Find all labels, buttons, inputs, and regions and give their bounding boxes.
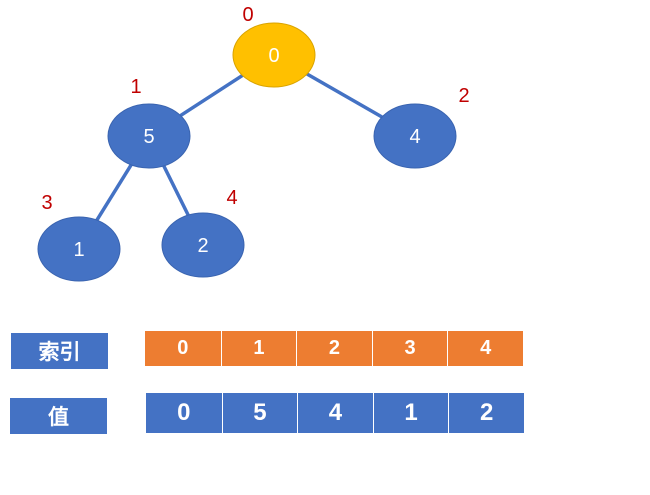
tree-edges [95, 72, 383, 222]
tree-edge-n1-n3 [95, 163, 133, 222]
tree-node-3: 13 [37, 192, 121, 282]
tree-node-4: 24 [161, 187, 245, 278]
value-row-label: 值 [10, 398, 107, 434]
node-value: 4 [409, 126, 420, 148]
tree-node-0: 00 [232, 4, 316, 88]
index-cell: 1 [220, 331, 297, 366]
node-value: 2 [197, 235, 208, 257]
tree-node-2: 42 [373, 85, 470, 169]
node-circle [37, 216, 121, 282]
index-cell: 4 [447, 331, 523, 366]
node-circle [107, 103, 191, 169]
index-row-label: 索引 [11, 333, 108, 369]
node-value: 1 [73, 239, 84, 261]
node-value: 5 [143, 126, 154, 148]
value-cell: 2 [448, 393, 524, 433]
value-cell: 5 [221, 393, 298, 433]
tree-edge-n0-n1 [179, 73, 244, 118]
value-cell: 4 [297, 393, 373, 433]
index-cell: 3 [371, 331, 448, 366]
tree-edge-n0-n2 [306, 72, 383, 119]
value-cell: 0 [146, 393, 222, 433]
node-circle [373, 103, 457, 169]
node-index-label: 2 [458, 85, 469, 107]
index-cell: 2 [296, 331, 372, 366]
root-node-circle [232, 22, 316, 88]
tree-node-1: 51 [107, 76, 191, 169]
node-index-label: 0 [242, 4, 253, 26]
node-value: 0 [268, 45, 279, 67]
node-index-label: 1 [130, 76, 141, 98]
index-cell: 0 [145, 331, 221, 366]
node-index-label: 4 [226, 187, 237, 209]
value-cell: 1 [372, 393, 449, 433]
node-circle [161, 212, 245, 278]
node-index-label: 3 [41, 192, 52, 214]
tree-edge-n1-n4 [162, 165, 190, 216]
